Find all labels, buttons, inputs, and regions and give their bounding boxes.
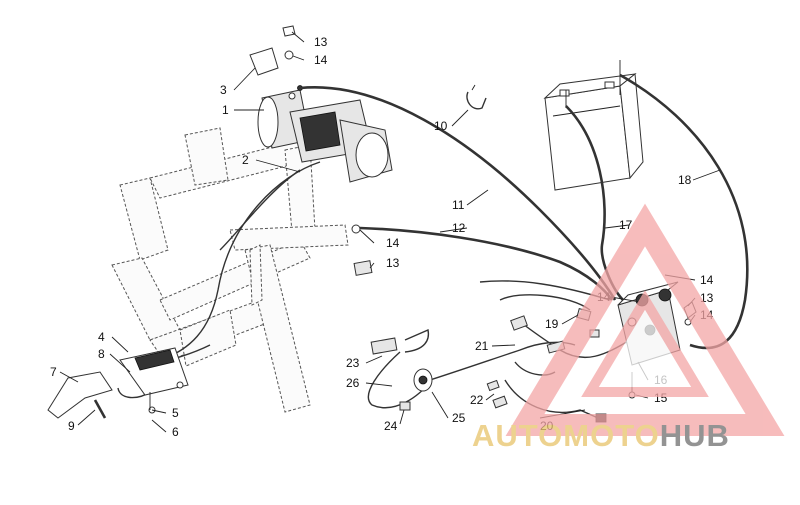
watermark-text-auto: AUTO [472, 418, 563, 453]
callout-19: 19 [545, 317, 559, 331]
callout-26: 26 [346, 376, 360, 390]
callout-11: 11 [452, 198, 465, 212]
cable-clip [466, 91, 487, 110]
watermark-triangle-logo [505, 203, 785, 436]
callout-2: 2 [242, 153, 249, 167]
callout-13: 13 [314, 35, 328, 49]
callout-8: 8 [98, 347, 105, 361]
callout-14: 14 [386, 236, 400, 250]
callout-1: 1 [222, 103, 229, 117]
watermark-text-hub: HUB [660, 418, 730, 453]
callout-18: 18 [678, 173, 692, 187]
callout-23: 23 [346, 356, 360, 370]
callout-6: 6 [172, 425, 179, 439]
callout-10: 10 [434, 119, 448, 133]
winch-assembly [249, 25, 393, 183]
callout-5: 5 [172, 406, 179, 420]
callout-12: 12 [452, 221, 466, 235]
callout-14: 14 [700, 273, 714, 287]
callout-3: 3 [220, 83, 227, 97]
callout-24: 24 [384, 419, 398, 433]
callout-14: 14 [314, 53, 328, 67]
connectors [351, 224, 607, 423]
winch-drum [299, 111, 341, 152]
watermark: AUTOMOTOHUB [472, 203, 785, 453]
watermark-triangle-inner [581, 290, 709, 397]
callout-4: 4 [98, 330, 105, 344]
handlebar-switch [47, 347, 189, 419]
winch-cover-flap [249, 47, 279, 76]
svg-text:AUTOMOTOHUB: AUTOMOTOHUB [472, 418, 730, 453]
callout-9: 9 [68, 419, 75, 433]
callout-21: 21 [475, 339, 489, 353]
nut-14 [284, 50, 294, 60]
watermark-text-moto: MOTO [563, 418, 659, 453]
callout-25: 25 [452, 411, 466, 425]
handlebar-grip [47, 371, 113, 419]
callout-labels: 13 14 3 1 2 10 11 12 14 13 17 18 14 13 1… [50, 35, 714, 439]
callout-17: 17 [619, 218, 633, 232]
callout-22: 22 [470, 393, 484, 407]
callout-7: 7 [50, 365, 57, 379]
callout-13: 13 [386, 256, 400, 270]
bolt-cap-13 [282, 25, 296, 37]
